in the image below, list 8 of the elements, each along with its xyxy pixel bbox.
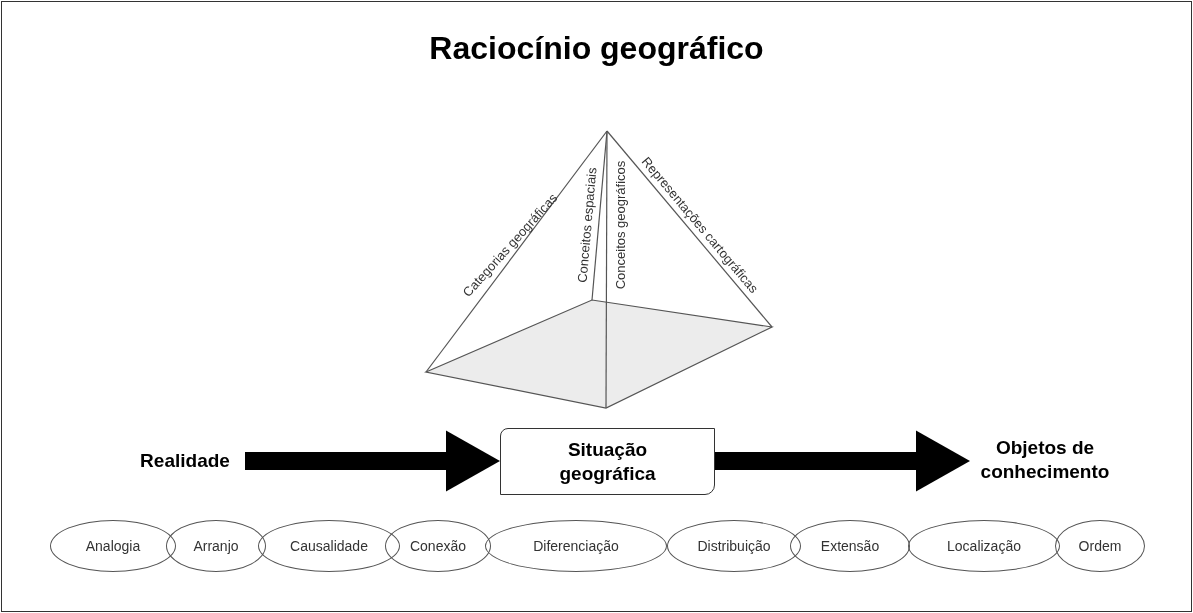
- rounded-box: Situação geográfica: [500, 428, 715, 495]
- block-arrow: [715, 430, 970, 492]
- face-label: Conceitos geográficos: [612, 160, 628, 290]
- heading-text: Objetos de conhecimento: [970, 430, 1120, 490]
- face-label: Conceitos espaciais: [574, 166, 600, 284]
- title: Raciocínio geográfico: [429, 30, 764, 66]
- heading-text: Realidade: [125, 447, 245, 475]
- block-arrow: [245, 430, 500, 492]
